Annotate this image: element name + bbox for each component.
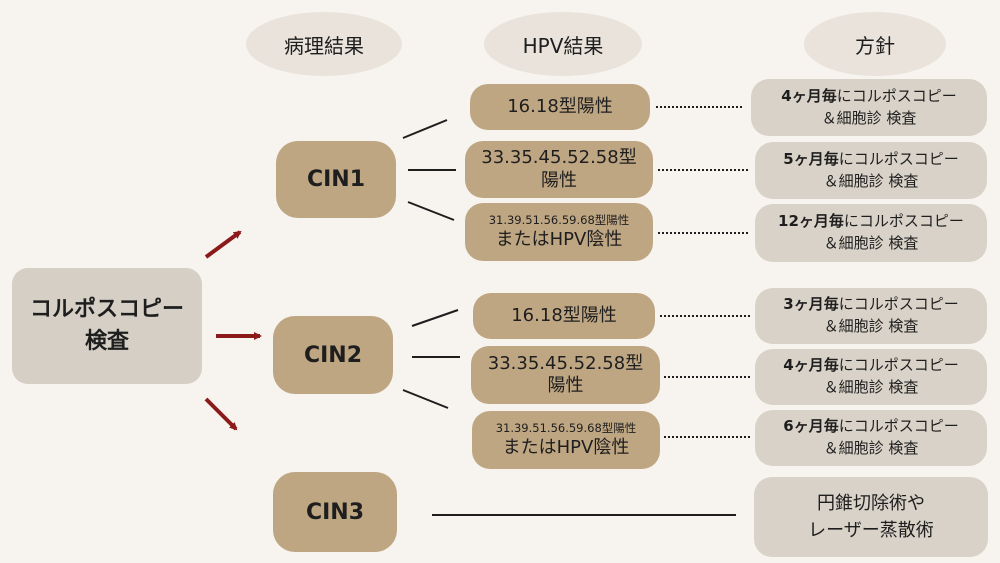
node-cin3: CIN3 <box>273 472 397 552</box>
header-hpv: HPV結果 <box>484 12 642 76</box>
policy-cin1-a-interval: 4ヶ月毎 <box>781 86 837 105</box>
hpv-cin2-c-line2: またはHPV陰性 <box>502 436 630 458</box>
policy-cin2-a-suffix: にコルポスコピー <box>838 295 959 314</box>
hpv-cin2-b-line1: 33.35.45.52.58型 <box>487 352 644 374</box>
node-cin3-label: CIN3 <box>305 499 365 525</box>
branch-cin1-c <box>407 201 455 221</box>
root-line2: 検査 <box>84 329 129 354</box>
policy-cin1-b-interval: 5ヶ月毎 <box>783 149 839 168</box>
policy-cin1-c-interval: 12ヶ月毎 <box>778 212 844 231</box>
hpv-cin1-b-line1: 33.35.45.52.58型 <box>481 147 637 168</box>
policy-cin1-b-suffix: にコルポスコピー <box>838 149 959 168</box>
header-policy: 方針 <box>804 12 946 76</box>
policy-cin1-c-line2: ＆細胞診 検査 <box>823 234 919 252</box>
branch-cin1-a <box>402 119 448 139</box>
hpv-cin2-a-label: 16.18型陽性 <box>511 304 617 326</box>
hpv-cin2-a: 16.18型陽性 <box>473 293 655 339</box>
policy-cin1-a-suffix: にコルポスコピー <box>836 86 957 105</box>
node-cin1-label: CIN1 <box>306 167 366 192</box>
policy-cin2-c-interval: 6ヶ月毎 <box>783 417 839 436</box>
policy-cin2-c-suffix: にコルポスコピー <box>838 417 959 436</box>
policy-cin1-c-suffix: にコルポスコピー <box>843 212 964 231</box>
node-cin1: CIN1 <box>276 141 396 218</box>
branch-cin2-c <box>402 389 449 409</box>
hpv-cin1-b: 33.35.45.52.58型 陽性 <box>465 141 653 198</box>
node-cin2: CIN2 <box>273 316 393 394</box>
policy-cin1-a: 4ヶ月毎にコルポスコピー ＆細胞診 検査 <box>751 79 987 136</box>
root-line1: コルポスコピー <box>29 297 184 323</box>
header-pathology-label: 病理結果 <box>284 33 364 58</box>
policy-cin2-a-interval: 3ヶ月毎 <box>783 295 839 314</box>
policy-cin3-line1: 円錐切除術や <box>817 493 925 514</box>
policy-cin2-b-line2: ＆細胞診 検査 <box>823 378 919 396</box>
hpv-cin1-b-line2: 陽性 <box>541 169 577 191</box>
arrow-to-cin1 <box>204 230 242 259</box>
policy-cin1-b-line2: ＆細胞診 検査 <box>823 171 919 190</box>
policy-cin1-a-line2: ＆細胞診 検査 <box>821 108 917 127</box>
policy-cin2-b-suffix: にコルポスコピー <box>838 356 959 375</box>
hpv-cin2-b: 33.35.45.52.58型 陽性 <box>471 346 660 404</box>
hpv-cin2-c: 31.39.51.56.59.68型陽性 またはHPV陰性 <box>472 411 660 469</box>
policy-cin1-b: 5ヶ月毎にコルポスコピー ＆細胞診 検査 <box>755 142 987 199</box>
node-cin2-label: CIN2 <box>303 342 363 368</box>
hpv-cin1-a: 16.18型陽性 <box>470 84 650 130</box>
policy-cin2-a-line2: ＆細胞診 検査 <box>823 317 919 335</box>
hpv-cin2-b-line2: 陽性 <box>547 375 584 396</box>
hpv-cin1-a-label: 16.18型陽性 <box>507 95 613 117</box>
policy-cin3-line2: レーザー蒸散術 <box>808 520 934 541</box>
policy-cin2-b-interval: 4ヶ月毎 <box>783 356 839 375</box>
root-colposcopy: コルポスコピー 検査 <box>12 268 202 384</box>
header-policy-label: 方針 <box>855 33 895 58</box>
policy-cin2-c: 6ヶ月毎にコルポスコピー ＆細胞診 検査 <box>755 410 987 466</box>
hpv-cin1-c-line1: 31.39.51.56.59.68型陽性 <box>488 212 630 227</box>
hpv-cin1-c: 31.39.51.56.59.68型陽性 またはHPV陰性 <box>465 203 653 261</box>
hpv-cin1-c-line2: またはHPV陰性 <box>495 228 623 250</box>
policy-cin2-c-line2: ＆細胞診 検査 <box>823 439 919 457</box>
header-pathology: 病理結果 <box>246 12 402 76</box>
policy-cin1-c: 12ヶ月毎にコルポスコピー ＆細胞診 検査 <box>755 204 987 262</box>
policy-cin2-b: 4ヶ月毎にコルポスコピー ＆細胞診 検査 <box>755 349 987 405</box>
header-hpv-label: HPV結果 <box>522 33 604 58</box>
branch-cin2-a <box>411 309 459 327</box>
policy-cin2-a: 3ヶ月毎にコルポスコピー ＆細胞診 検査 <box>755 288 987 344</box>
hpv-cin2-c-line1: 31.39.51.56.59.68型陽性 <box>495 420 637 435</box>
arrow-to-cin3 <box>204 397 238 431</box>
policy-cin3: 円錐切除術や レーザー蒸散術 <box>754 477 988 557</box>
